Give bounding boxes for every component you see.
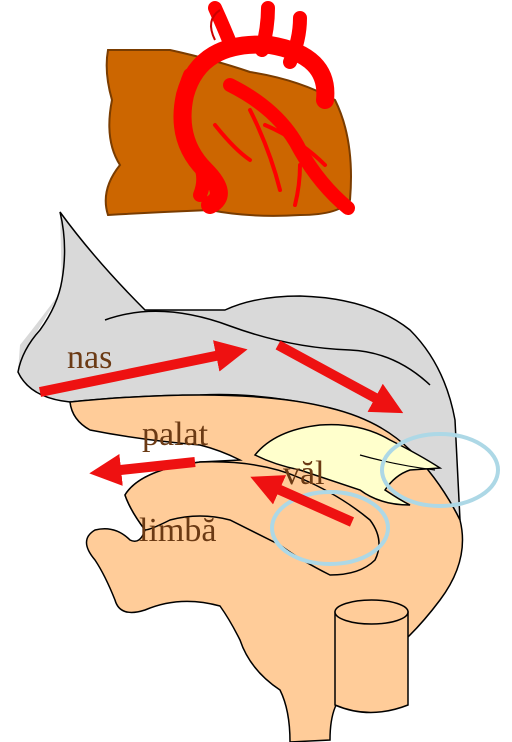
label-nas: nas: [67, 339, 112, 376]
label-palat: palat: [142, 416, 209, 453]
label-val: văl: [283, 455, 325, 492]
heart-icon: [106, 8, 351, 216]
trachea-cylinder: [335, 600, 408, 713]
label-limba: limbă: [139, 512, 216, 549]
